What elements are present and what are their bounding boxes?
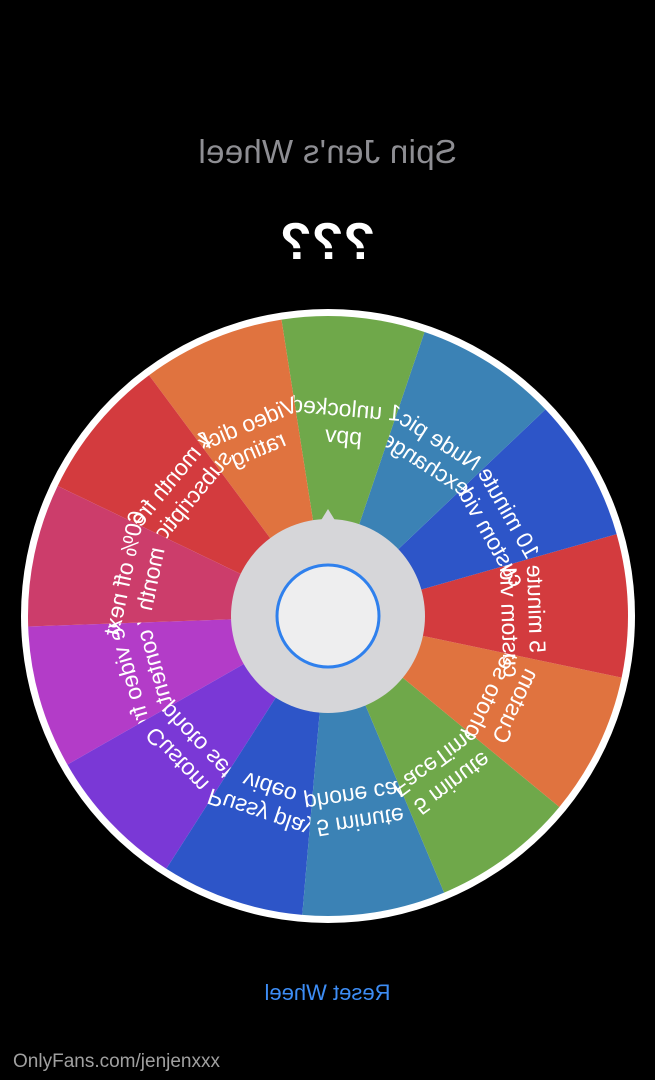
reset-wheel-button[interactable]: Reset Wheel: [264, 980, 391, 1005]
wheel-segment-label-line: ppv: [323, 421, 363, 450]
wheel-pointer: [315, 509, 341, 530]
watermark: OnlyFans.com/jenjenxxx: [13, 1051, 220, 1072]
spin-button[interactable]: [275, 563, 381, 669]
wheel-segment-label-line: 5 minute: [522, 564, 551, 653]
wheel-segment: [328, 534, 629, 678]
